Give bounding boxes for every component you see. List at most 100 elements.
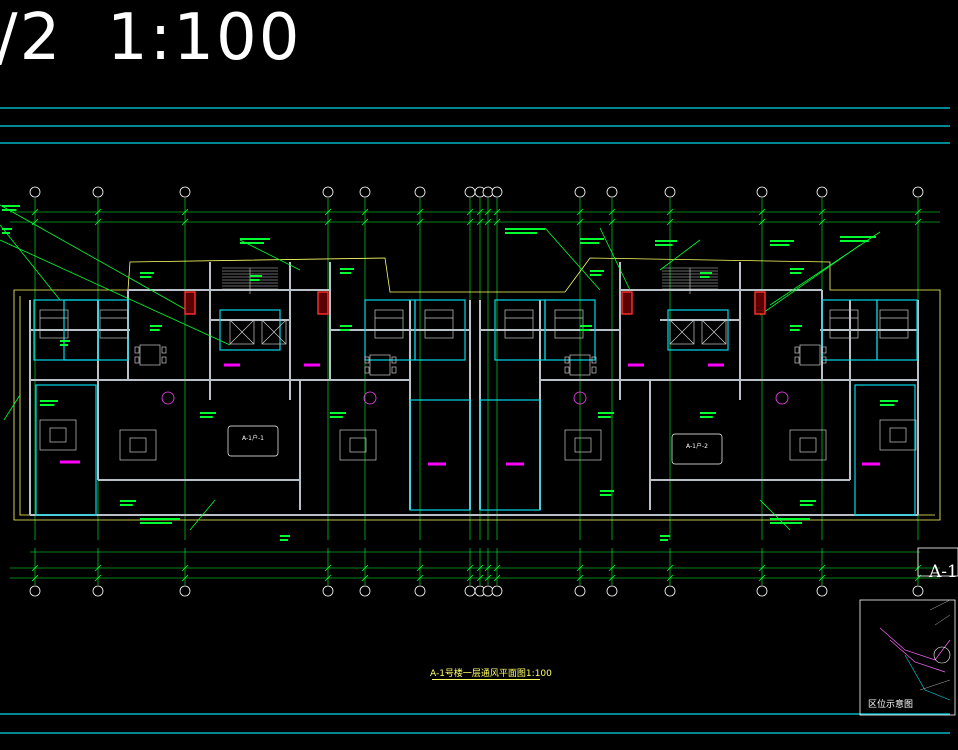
dimension-tick <box>608 564 616 572</box>
axis-marker-bottom <box>606 585 618 597</box>
room-outline <box>409 399 471 511</box>
dimension-tick <box>466 218 474 226</box>
axis-marker-top <box>482 186 494 198</box>
chair <box>591 356 597 364</box>
axis-marker-top <box>29 186 41 198</box>
dimension-lines <box>10 211 940 579</box>
annotation-text <box>2 205 20 207</box>
room-outline <box>219 309 281 351</box>
annotation-text <box>150 325 162 327</box>
chair <box>564 366 570 374</box>
annotation-text <box>120 500 136 502</box>
dimension-tick <box>466 574 474 582</box>
annotation-text <box>598 416 611 418</box>
room-outline <box>414 299 466 361</box>
chair <box>794 356 800 364</box>
axis-marker-top <box>756 186 768 198</box>
annotation-text <box>330 412 346 414</box>
annotation-text <box>2 228 12 230</box>
keyplan-label: 区位示意图 <box>868 700 914 710</box>
annotation-text <box>880 404 895 406</box>
dimension-tick <box>576 208 584 216</box>
annotation-text <box>505 228 545 230</box>
annotation-text <box>580 238 604 240</box>
leader-lines <box>0 204 881 531</box>
axis-grid-lines <box>34 198 919 585</box>
dimension-tick <box>576 574 584 582</box>
dimension-tick <box>576 564 584 572</box>
axis-marker-top <box>464 186 476 198</box>
scale-title: /2 1:100 <box>0 1 302 75</box>
coffee-table <box>349 437 367 453</box>
coffee-table <box>889 427 907 443</box>
axis-marker-top <box>491 186 503 198</box>
elevator <box>261 319 287 345</box>
annotation-text <box>800 504 813 506</box>
dimension-tick <box>94 208 102 216</box>
dimension-tick <box>758 574 766 582</box>
axis-marker-top <box>414 186 426 198</box>
dimension-tick <box>416 218 424 226</box>
annotation-text <box>240 242 264 244</box>
dimension-tick <box>576 218 584 226</box>
section-marks <box>161 391 789 405</box>
sofa-set <box>339 429 377 461</box>
bed <box>554 309 584 339</box>
dimension-tick <box>416 564 424 572</box>
dimension-tick <box>181 564 189 572</box>
annotation-text <box>790 329 800 331</box>
annotation-text <box>880 400 898 402</box>
sofa-set <box>564 429 602 461</box>
axis-marker-top <box>606 186 618 198</box>
dimension-tick <box>476 218 484 226</box>
annotation-text <box>660 539 668 541</box>
dimension-tick <box>758 208 766 216</box>
dimension-tick <box>181 218 189 226</box>
dimension-tick <box>758 218 766 226</box>
sheet-border-lines <box>0 107 950 734</box>
room-outline <box>667 309 729 351</box>
annotation-text <box>590 270 604 272</box>
elevator-cross <box>229 319 255 345</box>
axis-marker-bottom <box>92 585 104 597</box>
annotation-text <box>60 340 70 342</box>
dimension-tick <box>31 208 39 216</box>
annotation-text <box>340 325 352 327</box>
coffee-table <box>129 437 147 453</box>
dimension-tick <box>818 218 826 226</box>
chair <box>364 356 370 364</box>
annotation-text <box>770 518 810 520</box>
annotation-text <box>340 329 350 331</box>
annotation-text <box>140 272 154 274</box>
chair <box>821 346 827 354</box>
bed <box>424 309 454 339</box>
elevator <box>701 319 727 345</box>
chair <box>134 356 140 364</box>
dimension-ticks <box>31 208 922 582</box>
dimension-tick <box>361 218 369 226</box>
annotation-text <box>2 209 17 211</box>
dimension-tick <box>324 574 332 582</box>
annotation-text <box>250 275 262 277</box>
unit-tag-boxes <box>227 425 723 465</box>
annotation-text <box>340 272 352 274</box>
annotation-text <box>330 416 343 418</box>
annotation-text <box>590 274 602 276</box>
axis-marker-bottom <box>464 585 476 597</box>
annotation-text <box>580 329 590 331</box>
annotation-text <box>790 268 804 270</box>
dimension-tick <box>608 574 616 582</box>
axis-marker-top <box>664 186 676 198</box>
dimension-tick <box>324 564 332 572</box>
annotation-text <box>700 416 713 418</box>
chair <box>391 366 397 374</box>
annotation-text <box>505 232 537 234</box>
annotation-text <box>660 535 670 537</box>
axis-marker-bottom <box>322 585 334 597</box>
annotation-text <box>280 539 288 541</box>
dimension-tick <box>608 218 616 226</box>
axis-marker-bottom <box>912 585 924 597</box>
coffee-table <box>49 427 67 443</box>
annotation-text <box>280 535 290 537</box>
annotation-text <box>770 522 802 524</box>
